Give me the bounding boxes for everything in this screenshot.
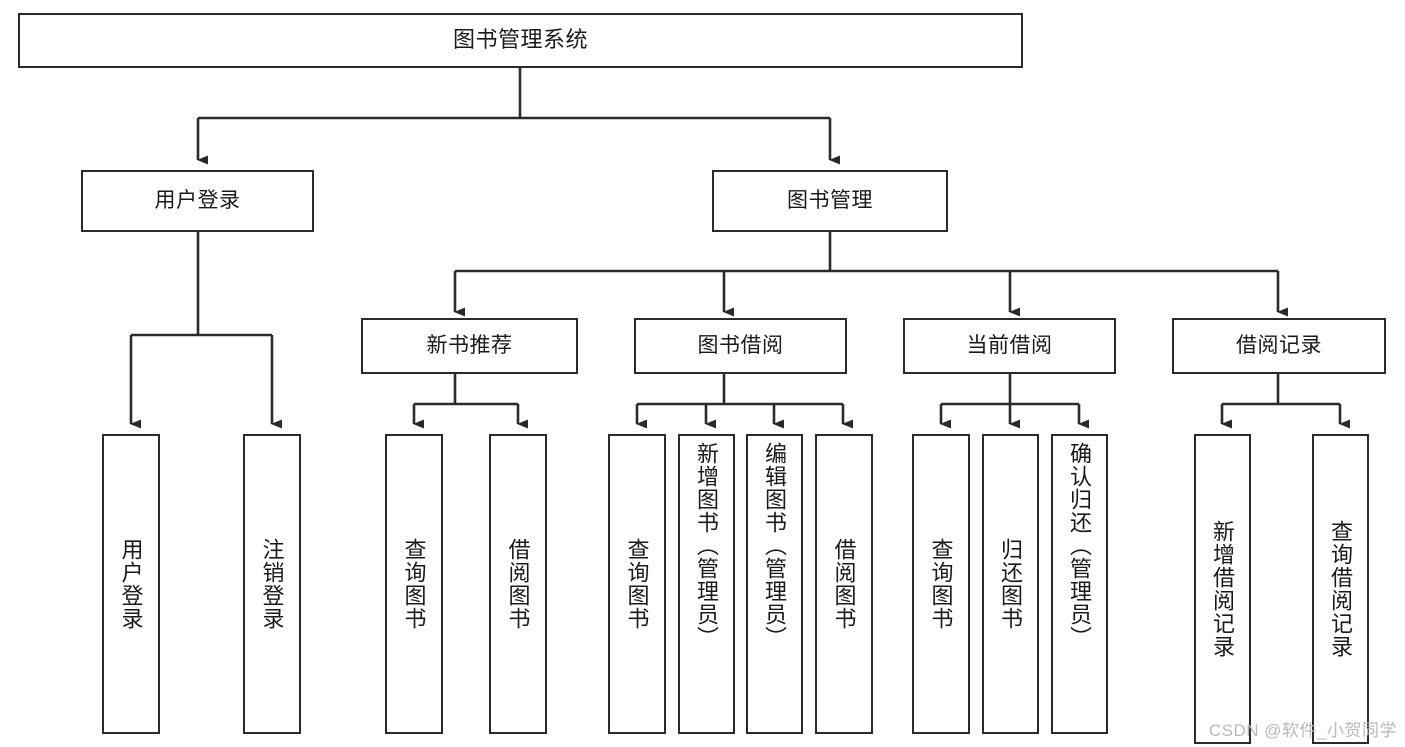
node-label: 查询借阅记录 <box>1328 520 1354 658</box>
node-user-login[interactable]: 用户登录 <box>81 170 314 232</box>
node-label: 新增借阅记录 <box>1210 520 1236 658</box>
node-label: 查询图书 <box>624 538 650 630</box>
node-label: 借阅图书 <box>505 538 531 630</box>
node-new-book-recommend[interactable]: 新书推荐 <box>361 318 578 374</box>
node-book-management[interactable]: 图书管理 <box>712 170 948 232</box>
node-label: 图书管理系统 <box>452 27 588 53</box>
node-label: 图书借阅 <box>697 334 784 358</box>
leaf-borrow-edit-book-admin[interactable]: 编辑图书（管理员） <box>746 434 803 734</box>
leaf-current-confirm-return-admin[interactable]: 确认归还（管理员） <box>1051 434 1108 734</box>
leaf-current-return-books[interactable]: 归还图书 <box>982 434 1039 734</box>
node-label: 新增图书（管理员） <box>694 442 720 649</box>
node-book-borrow[interactable]: 图书借阅 <box>634 318 847 374</box>
node-label: 用户登录 <box>118 538 144 630</box>
leaf-newbook-borrow-books[interactable]: 借阅图书 <box>489 434 547 734</box>
node-label: 借阅图书 <box>831 538 857 630</box>
node-label: 用户登录 <box>154 189 241 213</box>
node-borrow-records[interactable]: 借阅记录 <box>1172 318 1386 374</box>
node-label: 归还图书 <box>998 538 1024 630</box>
leaf-borrow-query-books[interactable]: 查询图书 <box>608 434 666 734</box>
leaf-user-logout[interactable]: 注销登录 <box>243 434 301 734</box>
leaf-user-login[interactable]: 用户登录 <box>102 434 160 734</box>
node-label: 编辑图书（管理员） <box>762 442 788 649</box>
watermark-text: CSDN @软件_小贺同学 <box>1208 721 1397 740</box>
node-label: 当前借阅 <box>966 334 1053 358</box>
leaf-newbook-query-books[interactable]: 查询图书 <box>385 434 443 734</box>
node-label: 确认归还（管理员） <box>1067 442 1093 649</box>
node-label: 借阅记录 <box>1236 334 1322 358</box>
leaf-borrow-lend-books[interactable]: 借阅图书 <box>815 434 873 734</box>
node-root-system[interactable]: 图书管理系统 <box>18 13 1023 68</box>
node-label: 新书推荐 <box>426 334 513 358</box>
leaf-borrow-add-book-admin[interactable]: 新增图书（管理员） <box>678 434 735 734</box>
leaf-current-query-books[interactable]: 查询图书 <box>912 434 970 734</box>
node-label: 图书管理 <box>787 189 873 213</box>
node-label: 查询图书 <box>401 538 427 630</box>
leaf-records-add-record[interactable]: 新增借阅记录 <box>1194 434 1251 744</box>
node-label: 注销登录 <box>259 538 285 630</box>
leaf-records-query-record[interactable]: 查询借阅记录 <box>1312 434 1369 744</box>
node-current-borrow[interactable]: 当前借阅 <box>903 318 1116 374</box>
node-label: 查询图书 <box>928 538 954 630</box>
